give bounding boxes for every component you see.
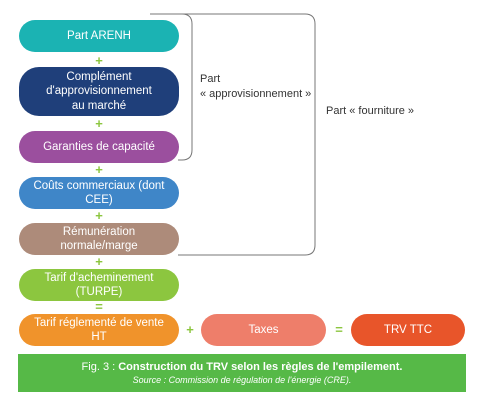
box-taxes: Taxes	[201, 314, 326, 346]
plus-sign-4: +	[95, 208, 103, 223]
box-garanties: Garanties de capacité	[19, 131, 179, 163]
box-trv-ttc: TRV TTC	[351, 314, 465, 346]
label-approvisionnement: Part « approvisionnement »	[200, 73, 312, 100]
fourniture-bracket	[150, 13, 316, 256]
approvisionnement-bracket	[150, 13, 193, 161]
box-trv-ht: Tarif réglementé de vente HT	[19, 314, 179, 346]
box-turpe: Tarif d'acheminement (TURPE)	[19, 269, 179, 301]
caption-fig-number: Fig. 3 :	[81, 361, 119, 373]
box-arenh-label: Part ARENH	[67, 29, 131, 42]
figure-caption: Fig. 3 : Construction du TRV selon les r…	[18, 354, 466, 392]
plus-sign-5: +	[95, 254, 103, 269]
plus-sign-3: +	[95, 162, 103, 177]
equals-sign-2: =	[335, 322, 343, 337]
box-couts: Coûts commerciaux (dont CEE)	[19, 177, 179, 209]
box-garanties-label: Garanties de capacité	[43, 140, 155, 153]
box-remuneration: Rémunération normale/marge	[19, 223, 179, 255]
box-taxes-label: Taxes	[248, 323, 279, 336]
caption-title-line: Fig. 3 : Construction du TRV selon les r…	[18, 360, 466, 374]
box-trv-ttc-label: TRV TTC	[383, 323, 433, 336]
box-arenh: Part ARENH	[19, 20, 179, 52]
box-complement: Complément d'approvisionnement au marché	[19, 67, 179, 116]
plus-sign-1: +	[95, 53, 103, 68]
equals-sign-1: =	[95, 299, 103, 314]
caption-source: Source : Commission de régulation de l'é…	[132, 375, 352, 385]
plus-sign-6: +	[186, 322, 194, 337]
label-fourniture: Part « fourniture »	[326, 105, 415, 117]
box-remuneration-label: Rémunération normale/marge	[60, 225, 138, 252]
box-trv-ht-label: Tarif réglementé de vente HT	[34, 316, 164, 343]
plus-sign-2: +	[95, 116, 103, 131]
caption-title: Construction du TRV selon les règles de …	[118, 361, 403, 373]
box-turpe-label: Tarif d'acheminement (TURPE)	[44, 271, 154, 298]
box-couts-label: Coûts commerciaux (dont CEE)	[33, 179, 165, 206]
box-complement-label: Complément d'approvisionnement au marché	[46, 70, 152, 112]
